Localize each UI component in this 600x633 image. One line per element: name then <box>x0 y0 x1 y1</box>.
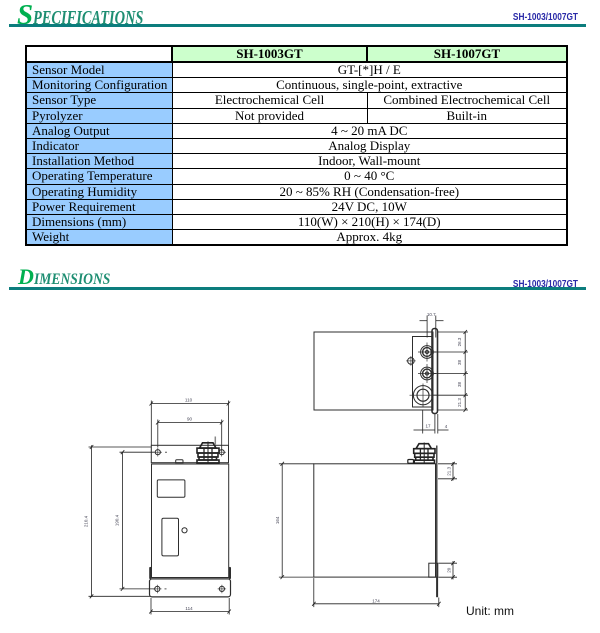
svg-text:21.3: 21.3 <box>447 466 452 475</box>
svg-text:38: 38 <box>457 382 462 388</box>
svg-text:21.3: 21.3 <box>457 398 462 407</box>
svg-text:90: 90 <box>187 417 193 422</box>
svg-text:174: 174 <box>372 598 380 603</box>
svg-text:190.4: 190.4 <box>115 514 120 526</box>
svg-text:164: 164 <box>275 516 280 524</box>
svg-text:20: 20 <box>447 567 452 573</box>
svg-text:114: 114 <box>185 606 193 611</box>
svg-text:210.4: 210.4 <box>84 515 89 527</box>
svg-text:110: 110 <box>185 398 193 403</box>
svg-text:10.7: 10.7 <box>427 312 436 317</box>
svg-text:38: 38 <box>457 360 462 366</box>
svg-text:4: 4 <box>445 424 448 429</box>
svg-text:17: 17 <box>425 424 431 429</box>
svg-text:26.3: 26.3 <box>457 337 462 346</box>
